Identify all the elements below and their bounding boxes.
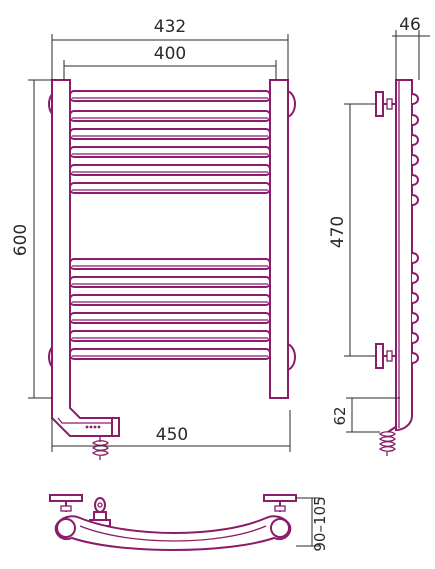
crossbar xyxy=(69,146,271,158)
front-view xyxy=(48,79,296,460)
side-bar-end xyxy=(411,154,419,166)
crossbar xyxy=(69,276,271,288)
label-inner-width: 400 xyxy=(154,44,186,64)
dimension-total-height: 600 xyxy=(11,79,52,399)
side-wall-bracket-bottom xyxy=(375,343,396,369)
crossbar xyxy=(69,294,271,306)
top-left-flange xyxy=(49,494,83,502)
dimension-base-width: 450 xyxy=(51,410,291,452)
label-base-width: 450 xyxy=(156,425,188,445)
side-bar-end xyxy=(411,114,419,126)
top-curved-bar xyxy=(54,515,292,551)
crossbar xyxy=(69,348,271,360)
front-crossbars xyxy=(69,90,271,360)
side-bar-end xyxy=(411,93,419,105)
crossbar xyxy=(69,164,271,176)
side-upright xyxy=(395,79,413,432)
front-left-upright xyxy=(51,79,71,419)
dimension-wall-distance: 90–105 xyxy=(296,496,329,552)
side-bar-end xyxy=(411,292,419,304)
top-view xyxy=(49,494,297,551)
dimension-inner-width: 400 xyxy=(63,44,277,80)
heater-indicator-dots-icon xyxy=(85,425,101,429)
crossbar xyxy=(69,90,271,102)
dimension-depth: 46 xyxy=(392,15,430,80)
heating-element-housing xyxy=(51,398,120,437)
side-power-cable-icon xyxy=(378,425,398,456)
side-bar-end xyxy=(411,252,419,264)
label-wall-distance: 90–105 xyxy=(311,496,329,551)
crossbar xyxy=(69,110,271,122)
crossbar xyxy=(69,312,271,324)
side-bar-end xyxy=(411,194,419,206)
side-view xyxy=(375,79,419,456)
side-bar-end xyxy=(411,312,419,324)
label-total-height: 600 xyxy=(11,224,31,256)
label-outer-width: 432 xyxy=(154,17,186,37)
side-bar-end xyxy=(411,332,419,344)
front-right-upright xyxy=(269,79,289,399)
power-cable-coil-icon xyxy=(91,436,109,460)
crossbar xyxy=(69,258,271,270)
dimension-outer-width: 432 xyxy=(51,17,289,80)
dimension-bracket-spacing: 470 xyxy=(328,103,376,357)
dimension-heater-offset: 62 xyxy=(331,397,400,433)
label-depth: 46 xyxy=(399,15,421,35)
side-bar-end xyxy=(411,134,419,146)
crossbar xyxy=(69,128,271,140)
crossbar xyxy=(69,330,271,342)
top-right-flange xyxy=(263,494,297,502)
label-heater-offset: 62 xyxy=(331,406,349,425)
side-bar-end xyxy=(411,174,419,186)
side-wall-bracket-top xyxy=(375,91,396,117)
side-bar-end xyxy=(411,272,419,284)
side-bar-ends xyxy=(411,93,419,364)
label-bracket-spacing: 470 xyxy=(328,216,348,248)
side-bar-end xyxy=(411,352,419,364)
crossbar xyxy=(69,182,271,194)
